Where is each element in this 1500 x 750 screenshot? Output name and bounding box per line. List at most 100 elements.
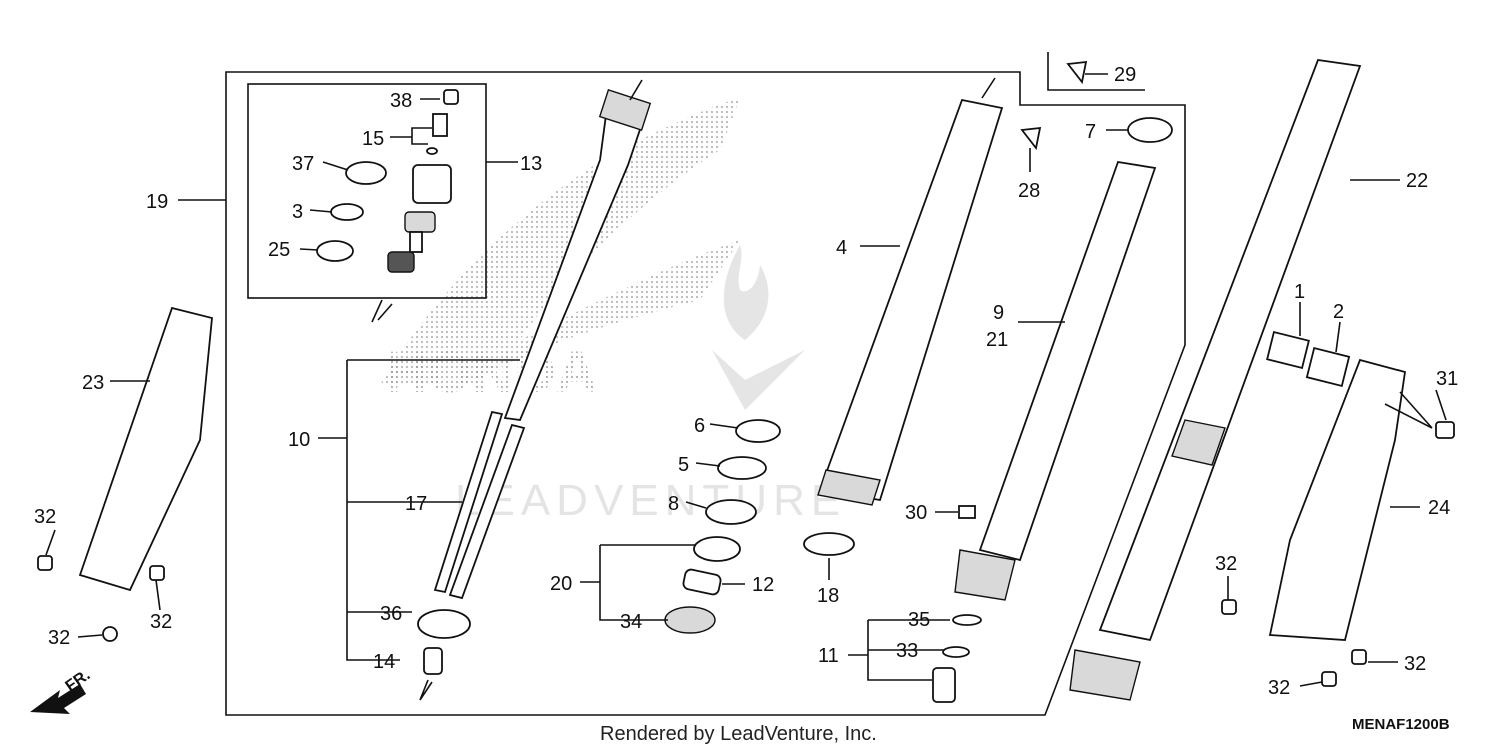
svg-text:FR.: FR.	[63, 667, 94, 696]
part-32-bolt-f	[1321, 671, 1337, 687]
callout-34: 34	[620, 611, 642, 633]
callout-labels: 38 15 37 3 25 13 19 23 10 17 36 14 4 6 5…	[34, 64, 1458, 699]
part-4-outer-tube	[818, 98, 1004, 502]
part-23-left-guard	[78, 306, 213, 592]
front-direction-indicator: FR.	[30, 667, 93, 714]
callout-32-a: 32	[34, 506, 56, 528]
callout-22: 22	[1406, 170, 1428, 192]
part-13-body	[404, 211, 436, 233]
part-32-bolt-e	[1351, 649, 1367, 665]
arrow-down-2	[419, 679, 433, 701]
part-14-collar	[423, 647, 443, 675]
part-30-bolt	[958, 505, 976, 519]
callout-5: 5	[678, 454, 689, 476]
part-36-ring	[417, 609, 471, 639]
part-25-oring	[316, 240, 354, 262]
callout-7: 7	[1085, 121, 1096, 143]
callout-10: 10	[288, 429, 310, 451]
arrow-down-left	[371, 299, 393, 323]
arrow-up-2	[981, 77, 996, 99]
callout-23: 23	[82, 372, 104, 394]
honda-wing-watermark: HONDA	[380, 98, 740, 405]
part-4-bottom	[817, 469, 881, 506]
callout-17: 17	[405, 493, 427, 515]
part-13-stem	[409, 231, 423, 253]
callout-18: 18	[817, 585, 839, 607]
part-33-oring	[942, 646, 970, 658]
part-9-inner-tube	[978, 160, 1157, 562]
part-31-bolt	[1435, 421, 1455, 439]
part-15-washer	[426, 147, 438, 155]
callout-14: 14	[373, 651, 395, 673]
part-15-valve	[432, 113, 448, 137]
part-6-seal	[735, 419, 781, 443]
callout-31: 31	[1436, 368, 1458, 390]
part-10-top	[598, 89, 652, 131]
part-32-bolt-d	[1221, 599, 1237, 615]
part-17-rod-2	[448, 423, 526, 600]
callout-33: 33	[896, 640, 918, 662]
callout-29: 29	[1114, 64, 1136, 86]
part-38-nut	[443, 89, 459, 105]
part-2-plate	[1305, 346, 1351, 388]
part-5-seal	[717, 456, 767, 480]
callout-21: 21	[986, 329, 1008, 351]
part-32-bolt-a	[37, 555, 53, 571]
part-13-head	[412, 164, 452, 204]
callout-11: 11	[818, 645, 839, 667]
callout-1: 1	[1294, 281, 1305, 303]
callout-12: 12	[752, 574, 774, 596]
part-32-washer-c	[102, 626, 118, 642]
part-22-fork-assembly	[1098, 59, 1362, 642]
part-13-base	[387, 251, 415, 273]
part-12-clip	[682, 568, 722, 596]
credit-text: Rendered by LeadVenture, Inc.	[600, 723, 877, 745]
callout-9: 9	[993, 302, 1004, 324]
callout-6: 6	[694, 415, 705, 437]
part-28-clip	[1020, 126, 1042, 151]
callout-32-e: 32	[1404, 653, 1426, 675]
bracket-29	[1047, 52, 1145, 91]
leadventure-watermark-text: LEADVENTURE	[455, 476, 846, 525]
part-35-oring	[952, 614, 982, 626]
callout-24: 24	[1428, 497, 1450, 519]
leadventure-watermark: LEADVENTURE	[455, 245, 846, 525]
part-37-oring	[345, 161, 387, 185]
callout-15: 15	[362, 128, 384, 150]
callout-4: 4	[836, 237, 847, 259]
callout-2: 2	[1333, 301, 1344, 323]
callout-32-d: 32	[1215, 553, 1237, 575]
part-22-axle-holder	[1069, 649, 1141, 701]
part-3-oring	[330, 203, 364, 221]
assembly-outline-19	[225, 71, 1186, 716]
callout-32-f: 32	[1268, 677, 1290, 699]
callout-30: 30	[905, 502, 927, 524]
callout-19: 19	[146, 191, 168, 213]
part-17-rod	[433, 410, 504, 594]
part-1-plate	[1266, 330, 1310, 370]
leader-lines	[45, 73, 1447, 687]
callout-37: 37	[292, 153, 314, 175]
callout-28: 28	[1018, 180, 1040, 202]
callout-25: 25	[268, 239, 290, 261]
callout-32-c: 32	[48, 627, 70, 649]
part-24-right-guard	[1268, 358, 1407, 641]
part-20-bushing	[693, 536, 741, 562]
callout-13: 13	[520, 153, 542, 175]
part-22-seal-area	[1171, 419, 1226, 466]
part-7-ring	[1127, 117, 1173, 143]
callout-3: 3	[292, 201, 303, 223]
callout-32-b: 32	[150, 611, 172, 633]
diagram-code: MENAF1200B	[1352, 716, 1450, 733]
callout-36: 36	[380, 603, 402, 625]
honda-watermark-text: HONDA	[385, 340, 598, 405]
part-32-bolt-b	[149, 565, 165, 581]
callout-35: 35	[908, 609, 930, 631]
part-11-plug	[932, 667, 956, 703]
part-9-axle-holder	[954, 549, 1016, 601]
part-18-snap-ring	[803, 532, 855, 556]
callout-20: 20	[550, 573, 572, 595]
part-8-bushing	[705, 499, 757, 525]
callout-38: 38	[390, 90, 412, 112]
